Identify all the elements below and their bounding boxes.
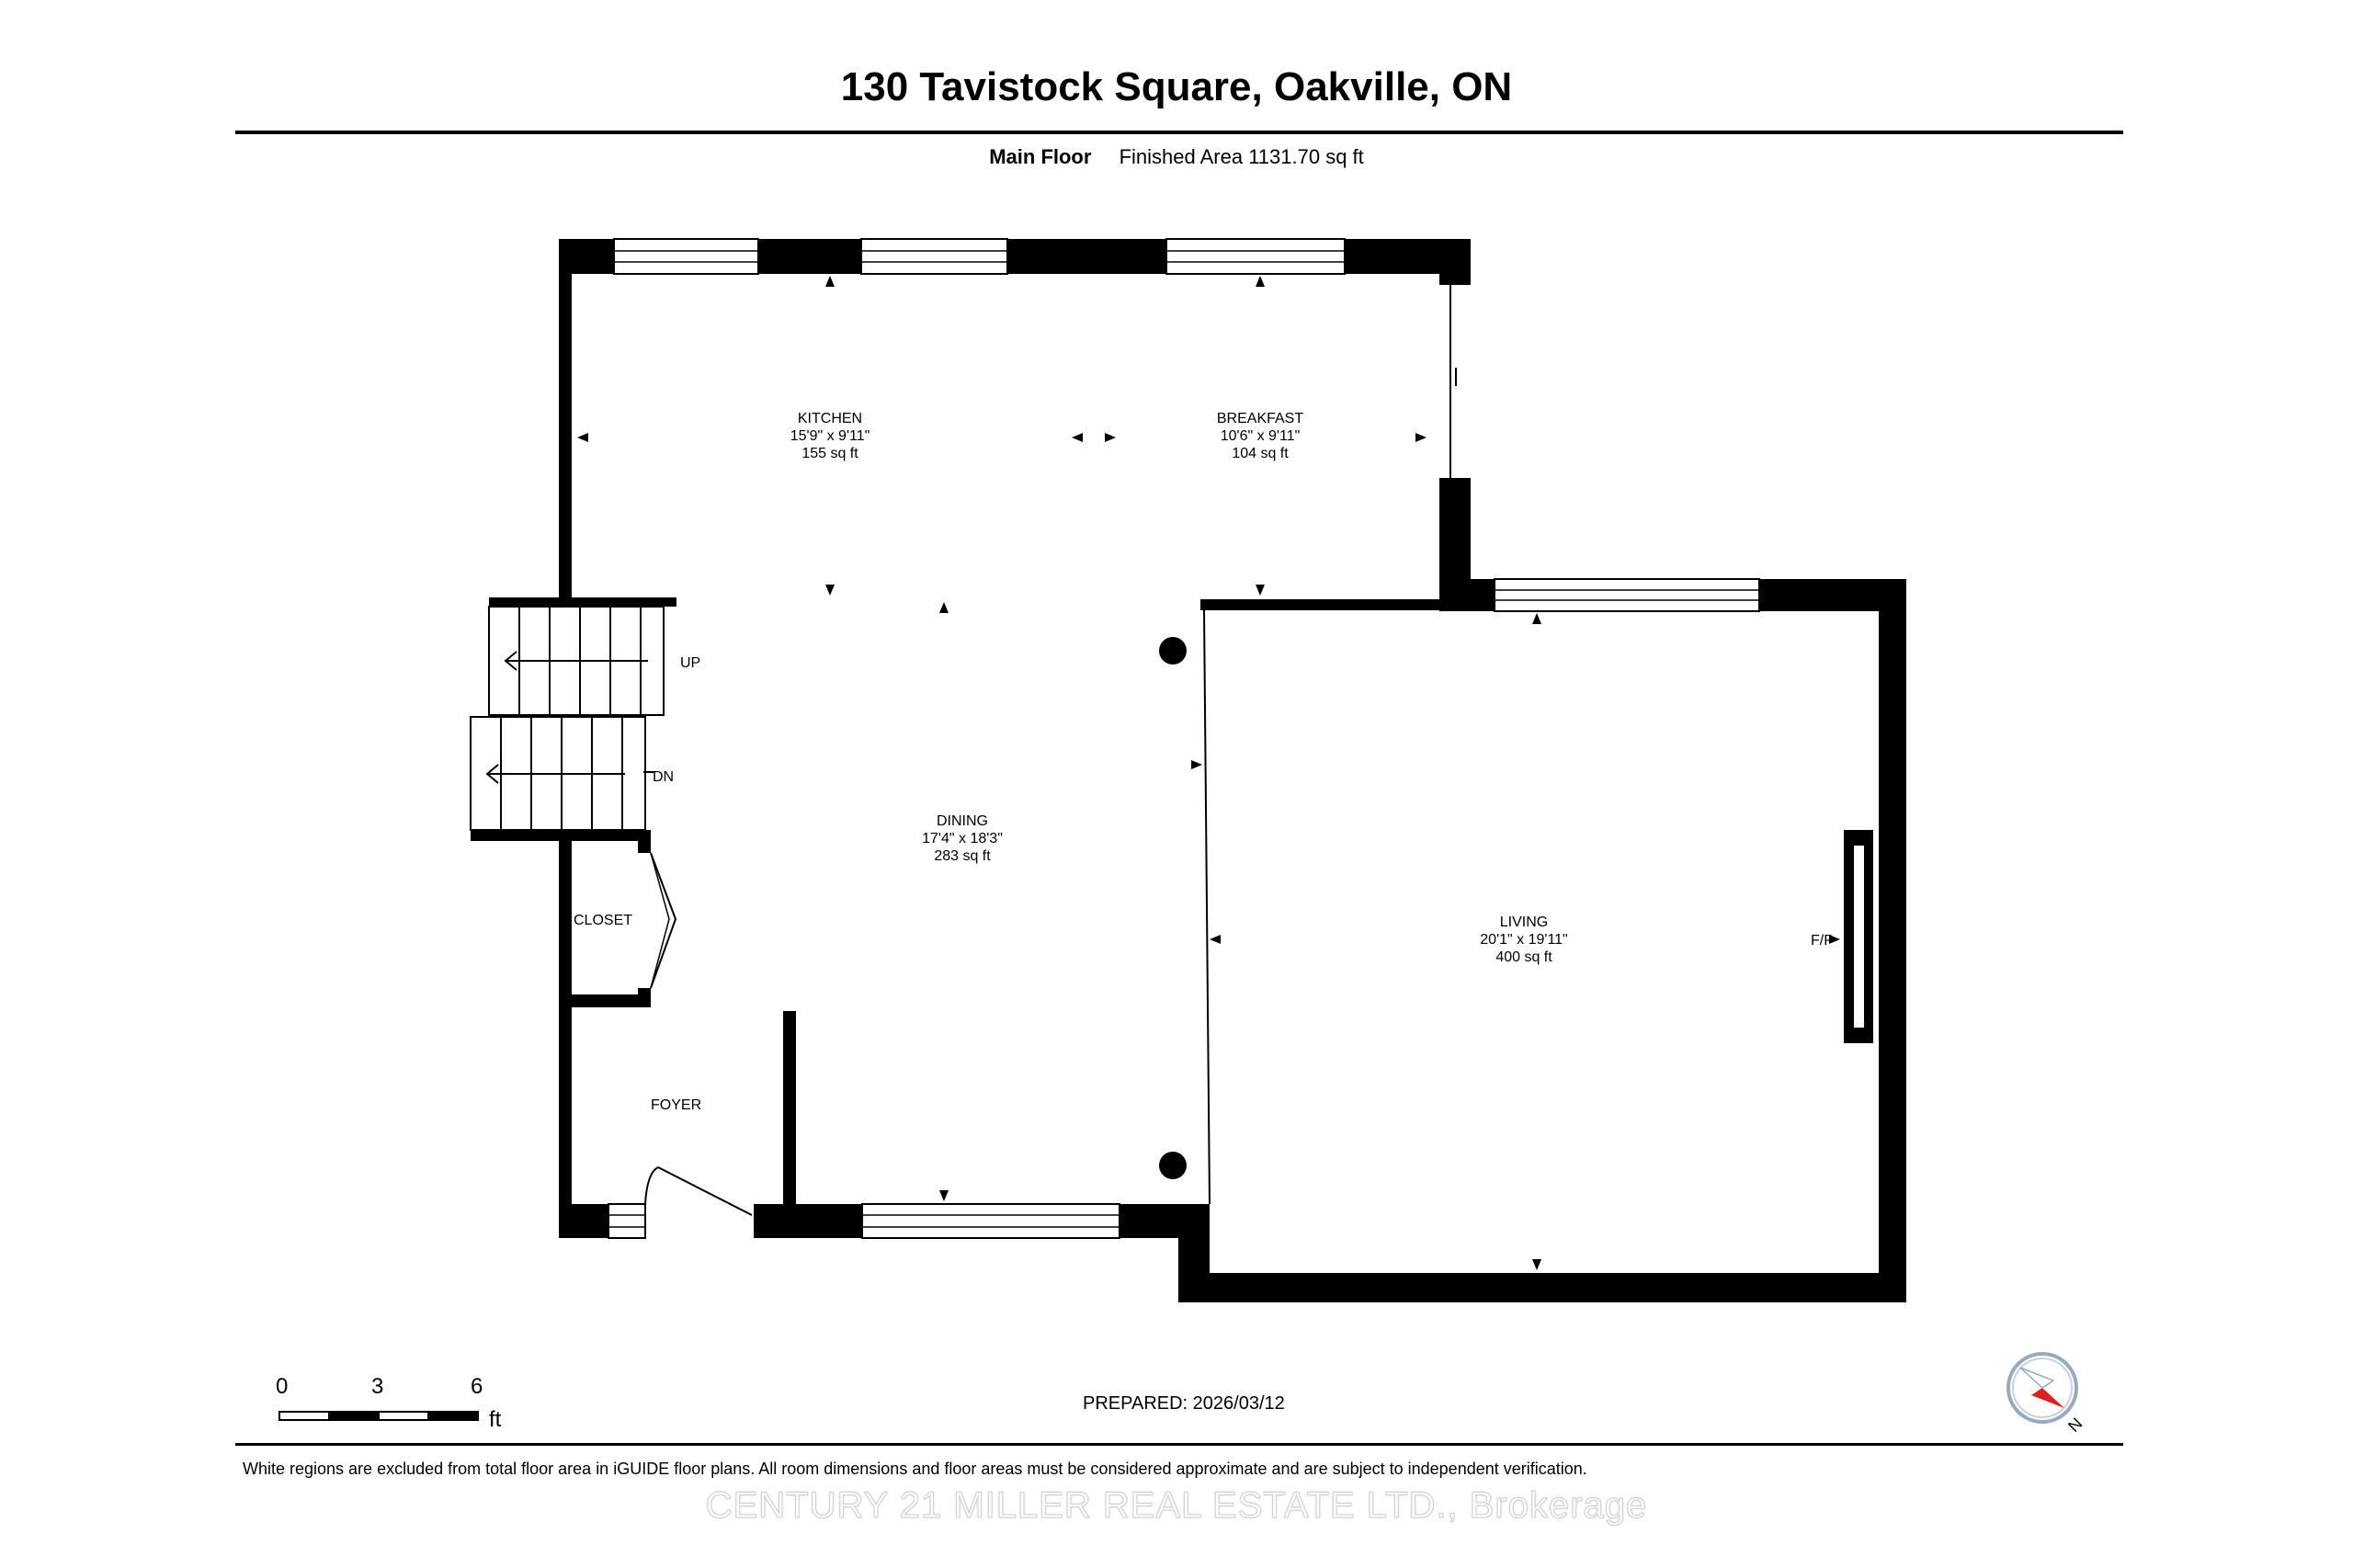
window-glazing <box>608 250 1759 1228</box>
title-divider <box>235 131 2123 134</box>
room-name: KITCHEN <box>797 411 863 426</box>
walls <box>471 239 1906 1302</box>
windows <box>608 238 1760 1239</box>
foyer-label: FOYER <box>651 1097 701 1113</box>
prepared-date: PREPARED: 2026/03/12 <box>1083 1393 1285 1414</box>
compass-needle-north <box>2031 1388 2064 1408</box>
room-dims: 10'6" x 9'11" <box>1220 428 1301 444</box>
scale-bar: 0 3 6 ft <box>276 1374 502 1432</box>
finished-area: Finished Area 1131.70 sq ft <box>1119 145 1364 168</box>
room-breakfast: BREAKFAST 10'6" x 9'11" 104 sq ft <box>1216 411 1304 461</box>
footer-divider <box>235 1443 2123 1446</box>
compass-icon: N <box>2006 1352 2086 1436</box>
brokerage-watermark: CENTURY 21 MILLER REAL ESTATE LTD., Brok… <box>705 1485 1648 1527</box>
closet-door <box>650 852 677 989</box>
scale-tick: 0 <box>276 1374 288 1399</box>
room-area: 283 sq ft <box>934 848 991 864</box>
room-area: 104 sq ft <box>1232 446 1289 461</box>
room-name: DINING <box>937 813 988 829</box>
room-dims: 20'1" x 19'11" <box>1480 932 1568 948</box>
compass-label: N <box>2064 1415 2086 1436</box>
room-dims: 15'9" x 9'11" <box>790 428 870 444</box>
fireplace-label: F/P <box>1811 933 1834 949</box>
living-opening <box>1203 609 1211 1205</box>
room-area: 400 sq ft <box>1495 949 1552 965</box>
sliding-door <box>1449 285 1457 478</box>
closet-label: CLOSET <box>574 913 632 928</box>
scale-tick: 6 <box>471 1374 483 1399</box>
floor-summary: Main Floor Finished Area 1131.70 sq ft <box>0 145 2353 169</box>
room-dining: DINING 17'4" x 18'3" 283 sq ft <box>922 813 1003 864</box>
column <box>1159 637 1187 665</box>
room-kitchen: KITCHEN 15'9" x 9'11" 155 sq ft <box>790 411 870 461</box>
page-title: 130 Tavistock Square, Oakville, ON <box>840 64 1513 109</box>
scale-tick: 3 <box>371 1374 383 1399</box>
room-name: LIVING <box>1499 915 1549 930</box>
dimension-markers <box>577 276 1840 1270</box>
compass-needle-south <box>2019 1367 2055 1389</box>
entry-door <box>644 1166 753 1216</box>
column <box>1159 1152 1187 1179</box>
floor-name: Main Floor <box>989 145 1092 168</box>
room-name: BREAKFAST <box>1216 411 1304 426</box>
stair-down-label: DN <box>653 769 674 785</box>
stair-down <box>470 716 654 831</box>
stair-up-label: UP <box>680 655 700 671</box>
room-living: LIVING 20'1" x 19'11" 400 sq ft <box>1480 915 1568 965</box>
disclaimer: White regions are excluded from total fl… <box>243 1460 1587 1478</box>
room-area: 155 sq ft <box>801 446 858 461</box>
scale-unit: ft <box>489 1407 502 1432</box>
room-dims: 17'4" x 18'3" <box>922 831 1003 846</box>
stair-up <box>488 606 665 716</box>
